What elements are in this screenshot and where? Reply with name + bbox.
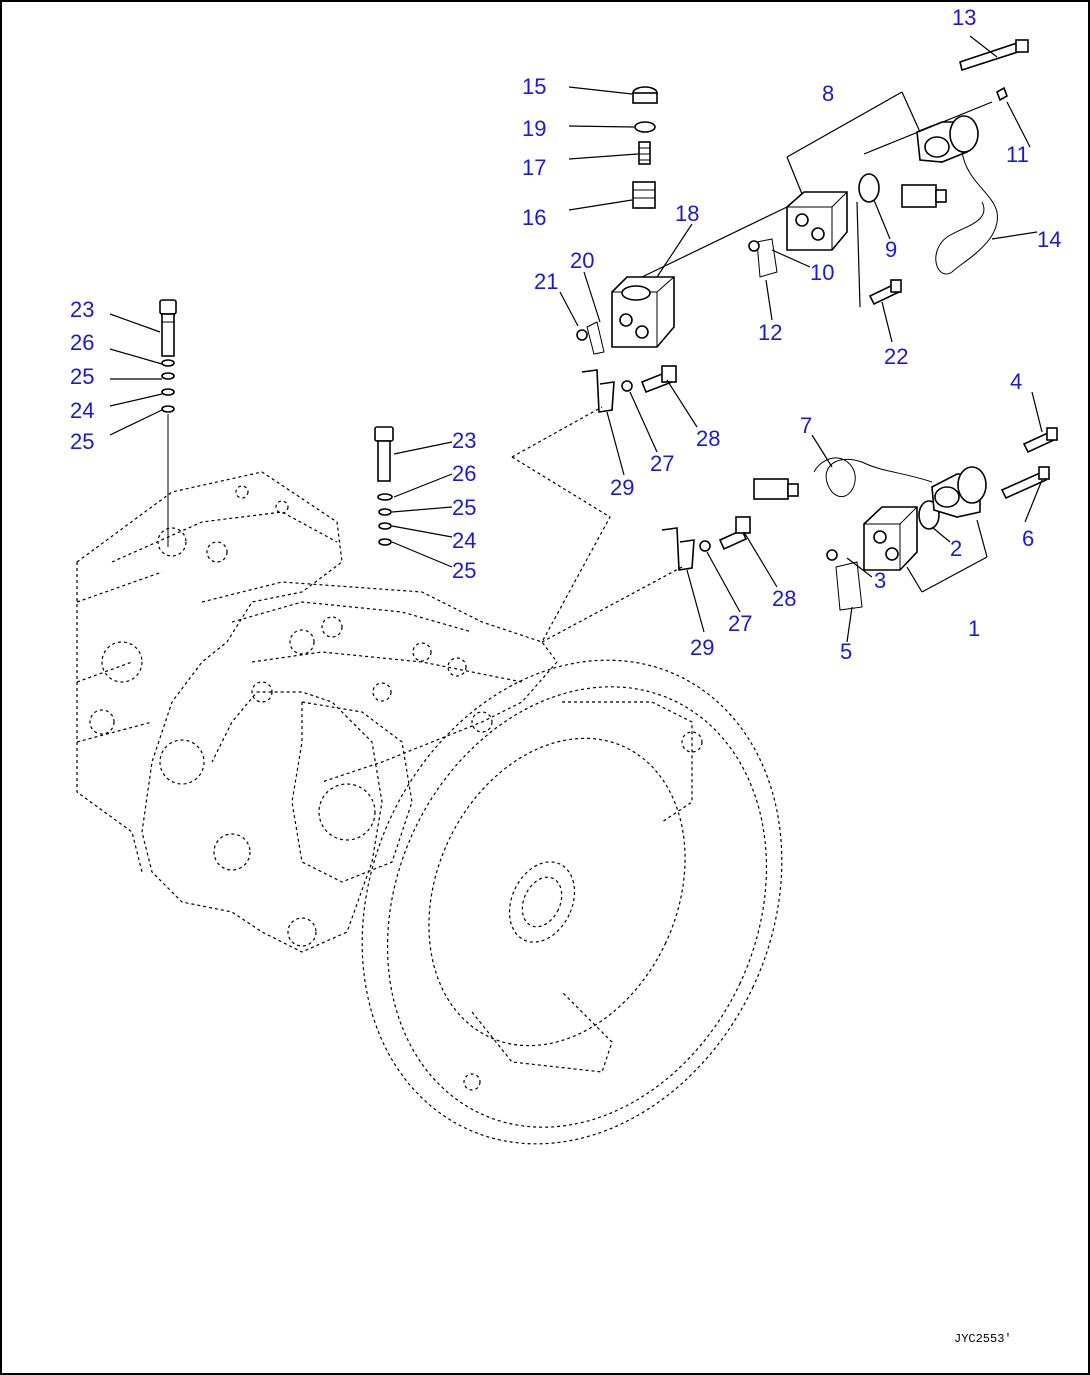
callout-29-upper: 29 (610, 475, 634, 500)
callout-9: 9 (885, 237, 897, 262)
callout-1: 1 (968, 616, 980, 641)
callout-25-left-b: 25 (70, 429, 94, 454)
callout-13: 13 (952, 5, 976, 30)
valve-block-18-drawing (576, 276, 675, 355)
callout-25-right-a: 25 (452, 495, 476, 520)
callout-24-right: 24 (452, 528, 476, 553)
callout-24-left: 24 (70, 398, 94, 423)
callout-4: 4 (1010, 369, 1022, 394)
callout-20: 20 (570, 248, 594, 273)
pump-assembly-drawing (76, 471, 783, 1145)
callout-22: 22 (884, 344, 908, 369)
callout-27-upper: 27 (650, 451, 674, 476)
callout-12: 12 (758, 320, 782, 345)
solenoid-valve-upper-drawing (748, 39, 1029, 306)
callout-labels: 13 8 11 15 19 17 16 18 9 14 20 21 10 12 … (70, 5, 1061, 664)
callout-16: 16 (522, 205, 546, 230)
callout-27-lower: 27 (728, 611, 752, 636)
plug-and-spring-drawing (632, 86, 658, 209)
callout-29-lower: 29 (690, 635, 714, 660)
callout-23-right: 23 (452, 428, 476, 453)
callout-18: 18 (675, 201, 699, 226)
bracket-lower-drawing (541, 516, 751, 643)
upper-leader-lines (641, 91, 993, 308)
callout-26-right: 26 (452, 461, 476, 486)
callout-26-left: 26 (70, 330, 94, 355)
pressure-sensor-left-drawing (159, 299, 177, 547)
callout-15: 15 (522, 74, 546, 99)
diagram-code: JYC2553' (954, 1332, 1012, 1346)
callout-10: 10 (810, 260, 834, 285)
pressure-sensor-right-drawing (374, 426, 394, 546)
callout-5: 5 (840, 639, 852, 664)
solenoid-valve-lower-drawing (753, 427, 1058, 611)
callout-2: 2 (950, 536, 962, 561)
callout-3: 3 (874, 568, 886, 593)
callout-8: 8 (822, 81, 834, 106)
callout-6: 6 (1022, 526, 1034, 551)
callout-14: 14 (1037, 227, 1061, 252)
callout-19: 19 (522, 116, 546, 141)
callout-11: 11 (1006, 142, 1029, 167)
callout-leaders (109, 35, 1043, 643)
callout-17: 17 (522, 155, 546, 180)
callout-28-lower: 28 (772, 586, 796, 611)
callout-23-left: 23 (70, 297, 94, 322)
callout-21: 21 (534, 269, 558, 294)
callout-28-upper: 28 (696, 426, 720, 451)
callout-7: 7 (800, 413, 812, 438)
callout-25-right-b: 25 (452, 558, 476, 583)
callout-25-left-a: 25 (70, 364, 94, 389)
bracket-upper-drawing (511, 365, 677, 643)
